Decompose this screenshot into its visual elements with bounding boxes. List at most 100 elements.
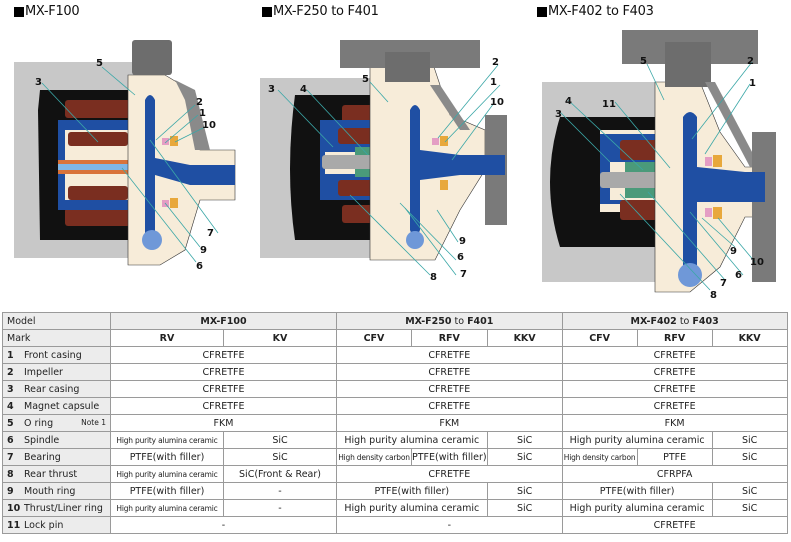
mark-kv: KV xyxy=(223,329,337,347)
material-cell: PTFE(with filler) xyxy=(561,482,713,500)
model-header-mx-f250-f401: MX-F250 to F401 xyxy=(336,312,563,330)
part-label: 9 Mouth ring xyxy=(2,482,111,500)
callout-10: 10 xyxy=(490,97,504,108)
part-name: Impeller xyxy=(24,366,63,378)
material-cell: - xyxy=(223,482,337,500)
material-cell: CFRETFE xyxy=(336,363,563,381)
outer-magnet xyxy=(65,208,130,226)
callout-8: 8 xyxy=(430,272,437,283)
bullet-square-icon xyxy=(262,6,272,17)
callout-7: 7 xyxy=(460,269,467,280)
leader-lines xyxy=(559,61,756,291)
callout-2: 2 xyxy=(196,97,203,108)
material-cell: SiC xyxy=(223,431,337,449)
material-cell: PTFE(with filler) xyxy=(411,448,488,466)
material-cell: SiC xyxy=(486,448,563,466)
part-name: Spindle xyxy=(24,434,60,446)
part-name: Rear casing xyxy=(24,383,80,395)
mark-rfv: RFV xyxy=(411,329,488,347)
material-cell: SiC xyxy=(486,482,563,500)
inner-magnet xyxy=(68,186,128,200)
callout-7: 7 xyxy=(207,228,214,239)
material-cell: CFRETFE xyxy=(110,380,337,398)
part-name: Magnet capsule xyxy=(24,400,100,412)
callout-2: 2 xyxy=(747,56,754,67)
material-cell: CFRETFE xyxy=(561,516,788,534)
material-cell: CFRETFE xyxy=(110,397,337,415)
material-cell: SiC(Front & Rear) xyxy=(223,465,337,483)
model-header-row: Model MX-F100 MX-F250 to F401 MX-F402 to… xyxy=(2,312,788,330)
material-cell: FKM xyxy=(110,414,337,432)
material-cell: FKM xyxy=(561,414,788,432)
material-cell: High purity alumina ceramic xyxy=(110,465,224,483)
mouth-ring xyxy=(162,138,169,145)
callout-9: 9 xyxy=(730,246,737,257)
callout-5: 5 xyxy=(362,74,369,85)
part-number: 4 xyxy=(7,400,14,412)
material-cell: High purity alumina ceramic xyxy=(561,431,713,449)
mark-rv: RV xyxy=(110,329,224,347)
callout-6: 6 xyxy=(457,252,464,263)
discharge-nozzle xyxy=(132,40,172,75)
material-cell: CFRETFE xyxy=(110,363,337,381)
material-cell: PTFE(with filler) xyxy=(110,482,224,500)
pump-cross-section-mx-f250-f401: 3 4 5 2 1 10 9 6 7 8 xyxy=(260,40,507,283)
part-label: 1 Front casing xyxy=(2,346,111,364)
impeller xyxy=(683,112,765,275)
model-header-mx-f100: MX-F100 xyxy=(110,312,337,330)
inner-magnet xyxy=(68,132,128,146)
material-cell: SiC xyxy=(486,499,563,517)
bullet-square-icon xyxy=(537,6,547,17)
material-cell: CFRETFE xyxy=(561,380,788,398)
diagram-title-mx-f250-f401: MX-F250 to F401 xyxy=(262,4,379,19)
callout-1: 1 xyxy=(490,77,497,88)
part-number: 11 xyxy=(7,519,21,531)
material-cell: SiC xyxy=(223,448,337,466)
leader-lines xyxy=(277,64,501,276)
mark-cfv: CFV xyxy=(561,329,638,347)
material-cell: PTFE(with filler) xyxy=(336,482,488,500)
material-cell: CFRPFA xyxy=(561,465,788,483)
diagram-title-mx-f402-f403: MX-F402 to F403 xyxy=(537,4,654,19)
material-cell: - xyxy=(336,516,563,534)
callout-10: 10 xyxy=(750,257,764,268)
material-cell: PTFE(with filler) xyxy=(110,448,224,466)
part-number: 7 xyxy=(7,451,14,463)
part-number: 2 xyxy=(7,366,14,378)
pump-cross-section-mx-f402-f403: 4 3 11 5 2 1 9 10 6 7 8 xyxy=(542,30,776,301)
note-reference: Note 1 xyxy=(81,417,106,427)
part-name: Front casing xyxy=(24,349,82,361)
part-number: 10 xyxy=(7,502,21,514)
outer-magnet xyxy=(65,100,130,118)
mark-kkv: KKV xyxy=(486,329,563,347)
material-cell: High purity alumina ceramic xyxy=(336,431,488,449)
part-name: Mouth ring xyxy=(24,485,76,497)
callout-10: 10 xyxy=(202,120,216,131)
material-cell: CFRETFE xyxy=(561,363,788,381)
part-name: O ring xyxy=(24,417,54,429)
part-label: 4 Magnet capsule xyxy=(2,397,111,415)
callout-3: 3 xyxy=(35,77,42,88)
part-number: 5 xyxy=(7,417,14,429)
part-number: 9 xyxy=(7,485,14,497)
material-cell: SiC xyxy=(711,431,788,449)
spindle xyxy=(58,164,158,170)
impeller xyxy=(410,105,505,238)
impeller xyxy=(145,95,235,245)
part-number: 1 xyxy=(7,349,14,361)
thrust-ring xyxy=(170,136,178,146)
material-cell: CFRETFE xyxy=(336,346,563,364)
part-name: Rear thrust xyxy=(24,468,78,480)
part-number: 6 xyxy=(7,434,14,446)
